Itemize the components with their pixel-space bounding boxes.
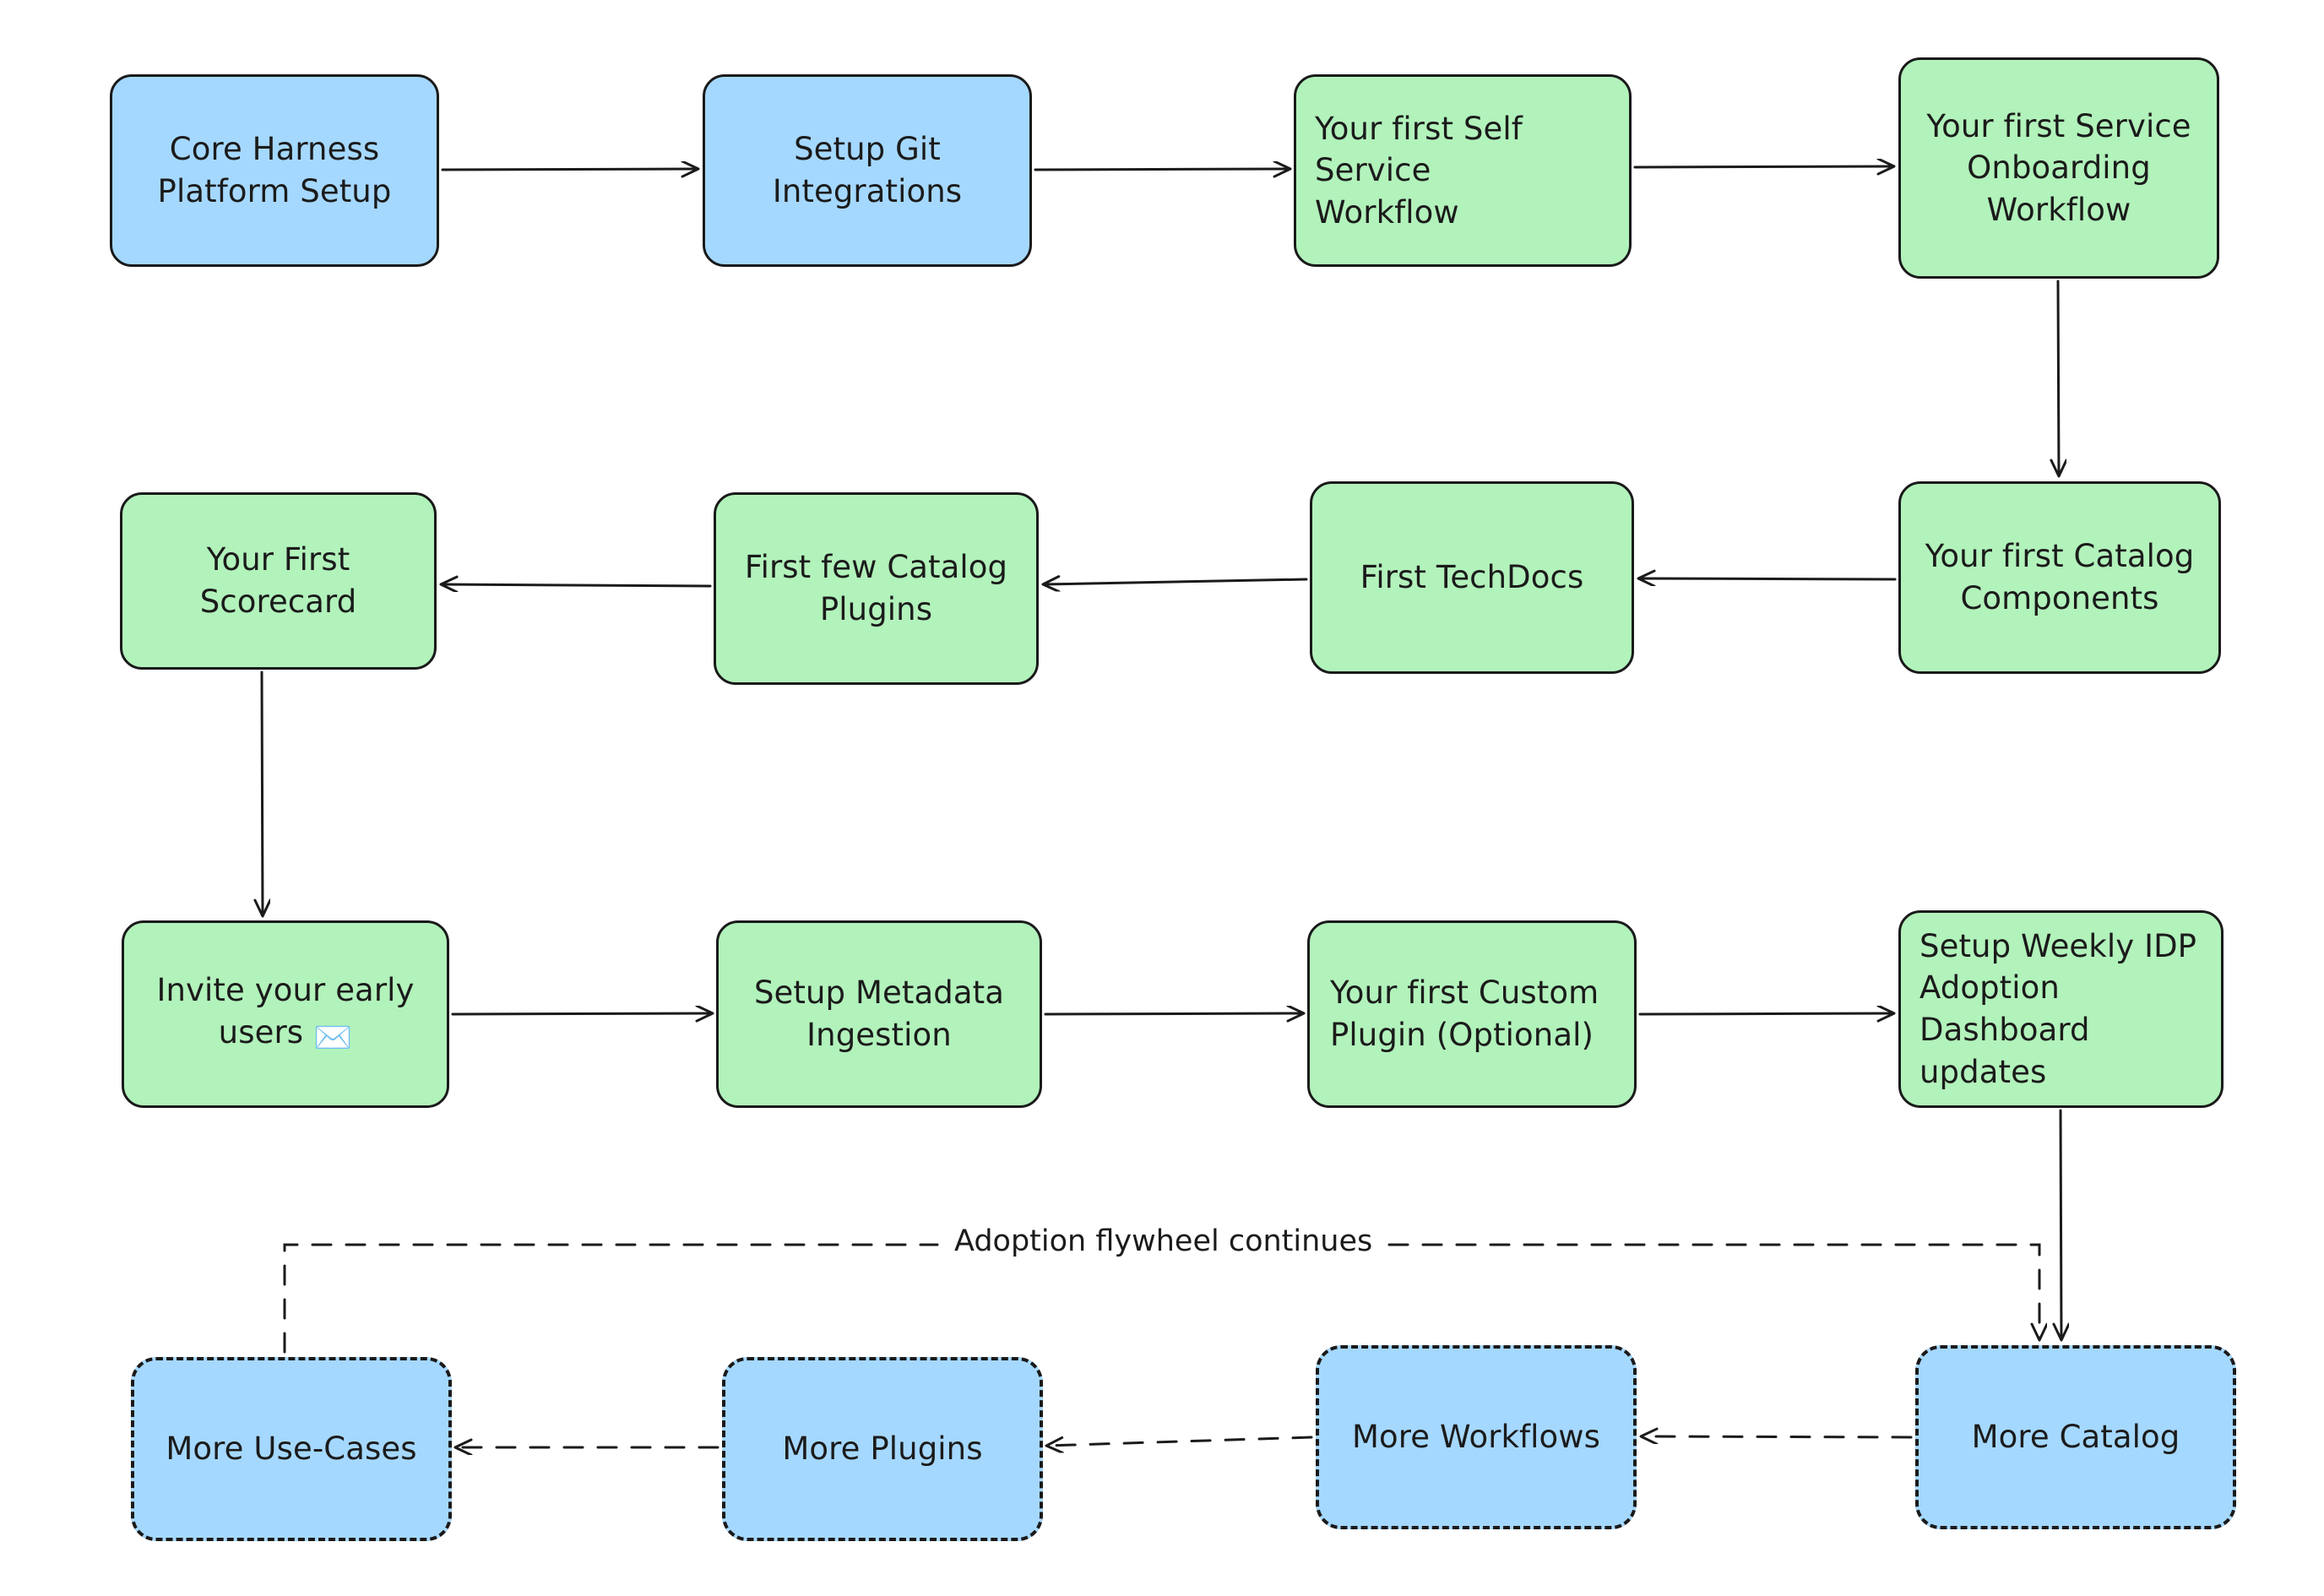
edge-onboarding-to-catalog-components — [2058, 280, 2059, 475]
node-core-harness-platform-setup[interactable]: Core Harness Platform Setup — [110, 74, 439, 267]
node-label: First TechDocs — [1360, 559, 1584, 596]
node-setup-weekly-idp-adoption-dashboard-updates[interactable]: Setup Weekly IDP Adoption Dashboard upda… — [1898, 910, 2224, 1108]
node-first-few-catalog-plugins[interactable]: First few Catalog Plugins — [714, 492, 1039, 685]
edge-techdocs-to-catalog-plugins — [1044, 579, 1308, 584]
node-your-first-catalog-components[interactable]: Your first Catalog Components — [1898, 481, 2221, 674]
node-first-techdocs[interactable]: First TechDocs — [1310, 481, 1634, 674]
node-label: First few Catalog Plugins — [744, 549, 1008, 627]
node-invite-your-early-users[interactable]: Invite your early users✉️ — [122, 920, 449, 1108]
edge-scorecard-to-invite — [262, 670, 263, 915]
node-label: Your First Scorecard — [199, 541, 357, 620]
node-more-plugins[interactable]: More Plugins — [722, 1357, 1043, 1541]
node-your-first-self-service-workflow[interactable]: Your first Self Service Workflow — [1294, 74, 1632, 267]
edge-catalog-plugins-to-scorecard — [442, 584, 712, 586]
node-label: Your first Custom Plugin (Optional) — [1330, 974, 1599, 1053]
node-label: Your first Self Service Workflow — [1315, 110, 1523, 231]
envelope-icon: ✉️ — [313, 1019, 353, 1056]
node-label-text: Invite your early users — [156, 972, 415, 1050]
node-more-use-cases[interactable]: More Use-Cases — [131, 1357, 452, 1541]
edge-metadata-to-custom-plugin — [1044, 1013, 1303, 1014]
node-setup-git-integrations[interactable]: Setup Git Integrations — [703, 74, 1032, 267]
edge-git-to-self-service — [1034, 169, 1290, 170]
node-more-workflows[interactable]: More Workflows — [1316, 1345, 1637, 1529]
node-label: Your first Service Onboarding Workflow — [1926, 107, 2191, 228]
node-label: More Catalog — [1971, 1419, 2180, 1456]
node-your-first-custom-plugin[interactable]: Your first Custom Plugin (Optional) — [1307, 920, 1637, 1108]
node-label: More Workflows — [1351, 1419, 1601, 1456]
node-label: Setup Metadata Ingestion — [753, 974, 1005, 1053]
node-label: Invite your early users✉️ — [156, 969, 414, 1058]
edge-invite-to-metadata — [451, 1013, 712, 1014]
edge-custom-plugin-to-weekly-idp — [1638, 1013, 1893, 1014]
node-label: Core Harness Platform Setup — [157, 131, 392, 209]
node-label: Your first Catalog Components — [1925, 538, 2195, 616]
edge-core-setup-to-git — [441, 169, 698, 170]
node-setup-metadata-ingestion[interactable]: Setup Metadata Ingestion — [716, 920, 1042, 1108]
node-label: More Use-Cases — [166, 1430, 417, 1468]
edge-catalog-components-to-techdocs — [1639, 578, 1897, 579]
node-label: Setup Weekly IDP Adoption Dashboard upda… — [1919, 927, 2197, 1090]
edge-adoption-flywheel-tail — [1387, 1243, 2039, 1339]
edge-more-catalog-to-more-workflows — [1642, 1436, 1913, 1437]
edge-label-adoption-flywheel-continues: Adoption flywheel continues — [946, 1224, 1382, 1258]
edge-more-workflows-to-more-plugins — [1047, 1436, 1313, 1446]
node-your-first-scorecard[interactable]: Your First Scorecard — [120, 492, 437, 670]
node-more-catalog[interactable]: More Catalog — [1915, 1345, 2236, 1529]
node-label: More Plugins — [782, 1430, 983, 1468]
edge-self-service-to-onboarding — [1633, 166, 1893, 167]
node-your-first-service-onboarding-workflow[interactable]: Your first Service Onboarding Workflow — [1898, 57, 2219, 279]
node-label: Setup Git Integrations — [772, 131, 963, 209]
edge-adoption-flywheel — [283, 1243, 939, 1354]
